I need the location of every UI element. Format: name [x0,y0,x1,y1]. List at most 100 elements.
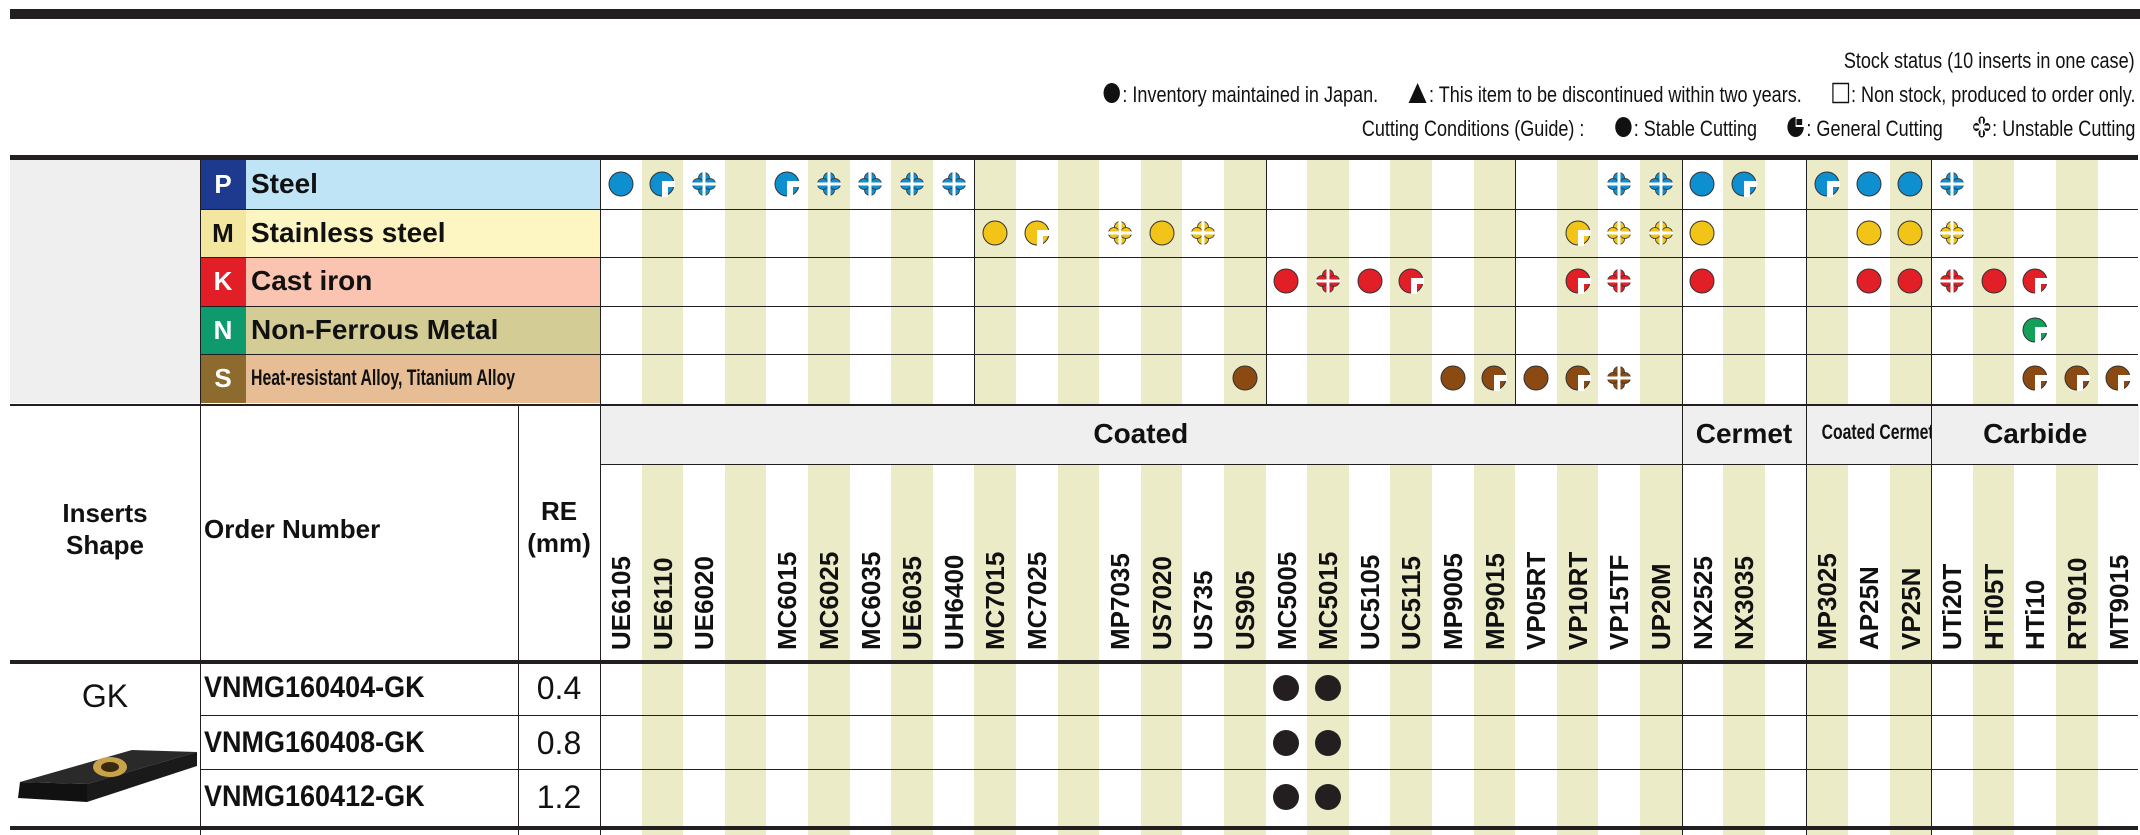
material-code-N [200,305,246,354]
general-cutting-mark [1731,171,1757,198]
discontinued-legend-text: : This item to be discontinued within tw… [1428,82,1802,107]
material-code-M [200,208,246,257]
re-unit-header: (mm) [527,528,591,558]
material-row-rule [200,305,2138,307]
shaded-column [1723,160,1765,835]
group-divider [1931,404,1933,835]
shaded-column [1057,160,1100,835]
group-label-3: Carbide [1983,418,2088,449]
unstable-cutting-mark [1108,220,1132,245]
unstable-cutting-mark [816,172,841,197]
shaded-column [641,160,684,835]
general-legend-text: : General Cutting [1805,116,1943,141]
grade-label: VP15TF [1604,554,1635,650]
stable-cutting-mark [1689,171,1715,197]
stock-mark [1273,729,1300,756]
non-stock-legend-text: : Non stock, produced to order only. [1850,82,2135,107]
material-group-divider [1806,160,1808,404]
stock-mark [1315,729,1341,756]
general-cutting-mark [649,171,676,198]
material-name: Steel [251,168,318,199]
cutting-conditions-label: Cutting Conditions (Guide) : [1361,116,1584,141]
general-cutting-mark [2022,317,2049,343]
stable-cutting-mark [1273,268,1299,294]
code-divider [200,160,201,404]
stock-mark [1315,675,1341,702]
stock-mark [1273,675,1300,702]
grade-label: UE6035 [897,556,928,650]
group-label-2: Coated Cermet [1821,421,1935,444]
shaded-column [974,160,1016,835]
stable-legend: : Stable Cutting [1614,116,1757,142]
material-name: Non-Ferrous Metal [251,313,499,345]
grade-label: VP05RT [1521,551,1552,650]
order-number-header: Order Number [204,514,381,544]
grade-label: HTi10 [2020,579,2051,650]
shaded-column [1224,160,1266,835]
unstable-cutting-mark [900,172,924,197]
unstable-legend-text: : Unstable Cutting [1991,116,2135,141]
grade-label: MC5005 [1271,551,1302,650]
material-name-cell [246,208,600,257]
material-group-divider [1681,160,1683,404]
material-code-letter: M [212,217,234,248]
general-cutting-mark [1398,268,1425,295]
grade-label: UE6020 [689,556,720,650]
material-group-divider [1515,160,1517,404]
material-name-cell [246,305,600,354]
grade-label: US905 [1230,570,1260,651]
shaded-column [724,160,767,835]
unstable-cutting-mark [1607,220,1632,245]
grade-label: AP25N [1854,566,1884,650]
grade-label: VP10RT [1562,551,1593,650]
general-cutting-mark [2064,365,2090,392]
material-row-rule [200,257,2138,258]
material-code-S [200,354,246,403]
general-cutting-mark [1024,220,1050,246]
material-row-rule [200,208,2138,210]
material-group-divider [974,160,976,404]
unstable-cutting-mark [1940,172,1964,197]
stable-cutting-mark [1689,220,1715,246]
material-name-cell [246,160,600,209]
material-row-rule [200,354,2138,355]
grade-label: NX3035 [1729,556,1760,650]
unstable-cutting-mark [1607,269,1632,294]
shaded-column [1806,160,1848,835]
stable-cutting-mark [1856,220,1882,246]
stable-cutting-mark [1149,220,1175,246]
material-name: Heat-resistant Alloy, Titanium Alloy [251,365,516,390]
shaded-column [1390,160,1432,835]
cutting-legend-row: Cutting Conditions (Guide) : : Stable Cu… [1337,116,2135,142]
vnmg-insert-image [18,750,197,802]
shaded-column [1889,160,1932,835]
shaded-column [808,160,850,835]
grade-label: MC5015 [1313,551,1344,650]
header-bottom-rule [10,660,2138,664]
grade-label: HTi05T [1978,563,2009,650]
stable-cutting-mark [1689,268,1715,294]
stable-legend-text: : Stable Cutting [1633,116,1757,141]
unstable-legend: : Unstable Cutting [1972,116,2135,142]
grade-label: NX2525 [1687,556,1718,650]
stable-cutting-mark [608,171,634,197]
top-rule [10,9,2140,19]
material-code-letter: K [213,266,233,296]
unstable-cutting-mark [1607,172,1632,197]
material-name-cell [246,257,600,306]
stable-cutting-mark [1897,220,1923,246]
group-cell [1681,404,1807,464]
stock-status-text: Stock status (10 inserts in one case) [1844,48,2135,73]
inserts-shape-label-2: Shape [65,530,145,560]
inserts-shape-label: Inserts [62,498,148,528]
grade-label: RT9010 [2062,557,2092,651]
shaded-column [1556,160,1599,835]
general-cutting-mark [2022,268,2049,295]
group-label-0: Coated [1093,418,1189,449]
group-cell [1931,404,2140,464]
discontinued-legend: : This item to be discontinued within tw… [1407,82,1801,108]
group-label-1: Cermet [1695,418,1793,449]
shaded-column [1972,160,2015,835]
grade-label: US7020 [1146,556,1177,650]
